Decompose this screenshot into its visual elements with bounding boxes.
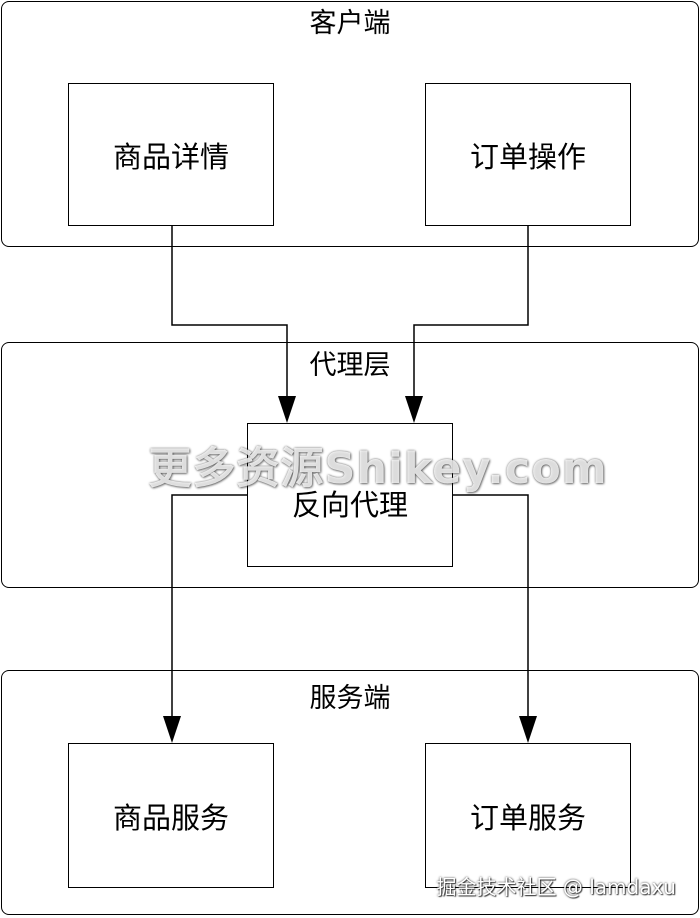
order-operation-node: 订单操作: [425, 83, 631, 226]
product-detail-node: 商品详情: [68, 83, 274, 226]
product-service-node: 商品服务: [68, 743, 274, 888]
reverse-proxy-node: 反向代理: [247, 423, 453, 567]
proxy-layer-title: 代理层: [309, 350, 391, 381]
server-layer-title: 服务端: [309, 683, 391, 714]
credit-text: 掘金技术社区 @ lamdaxu: [436, 875, 676, 899]
watermark-text: 更多资源Shikey.com: [148, 444, 608, 494]
client-layer-title: 客户端: [309, 8, 391, 39]
order-service-node: 订单服务: [425, 743, 631, 888]
